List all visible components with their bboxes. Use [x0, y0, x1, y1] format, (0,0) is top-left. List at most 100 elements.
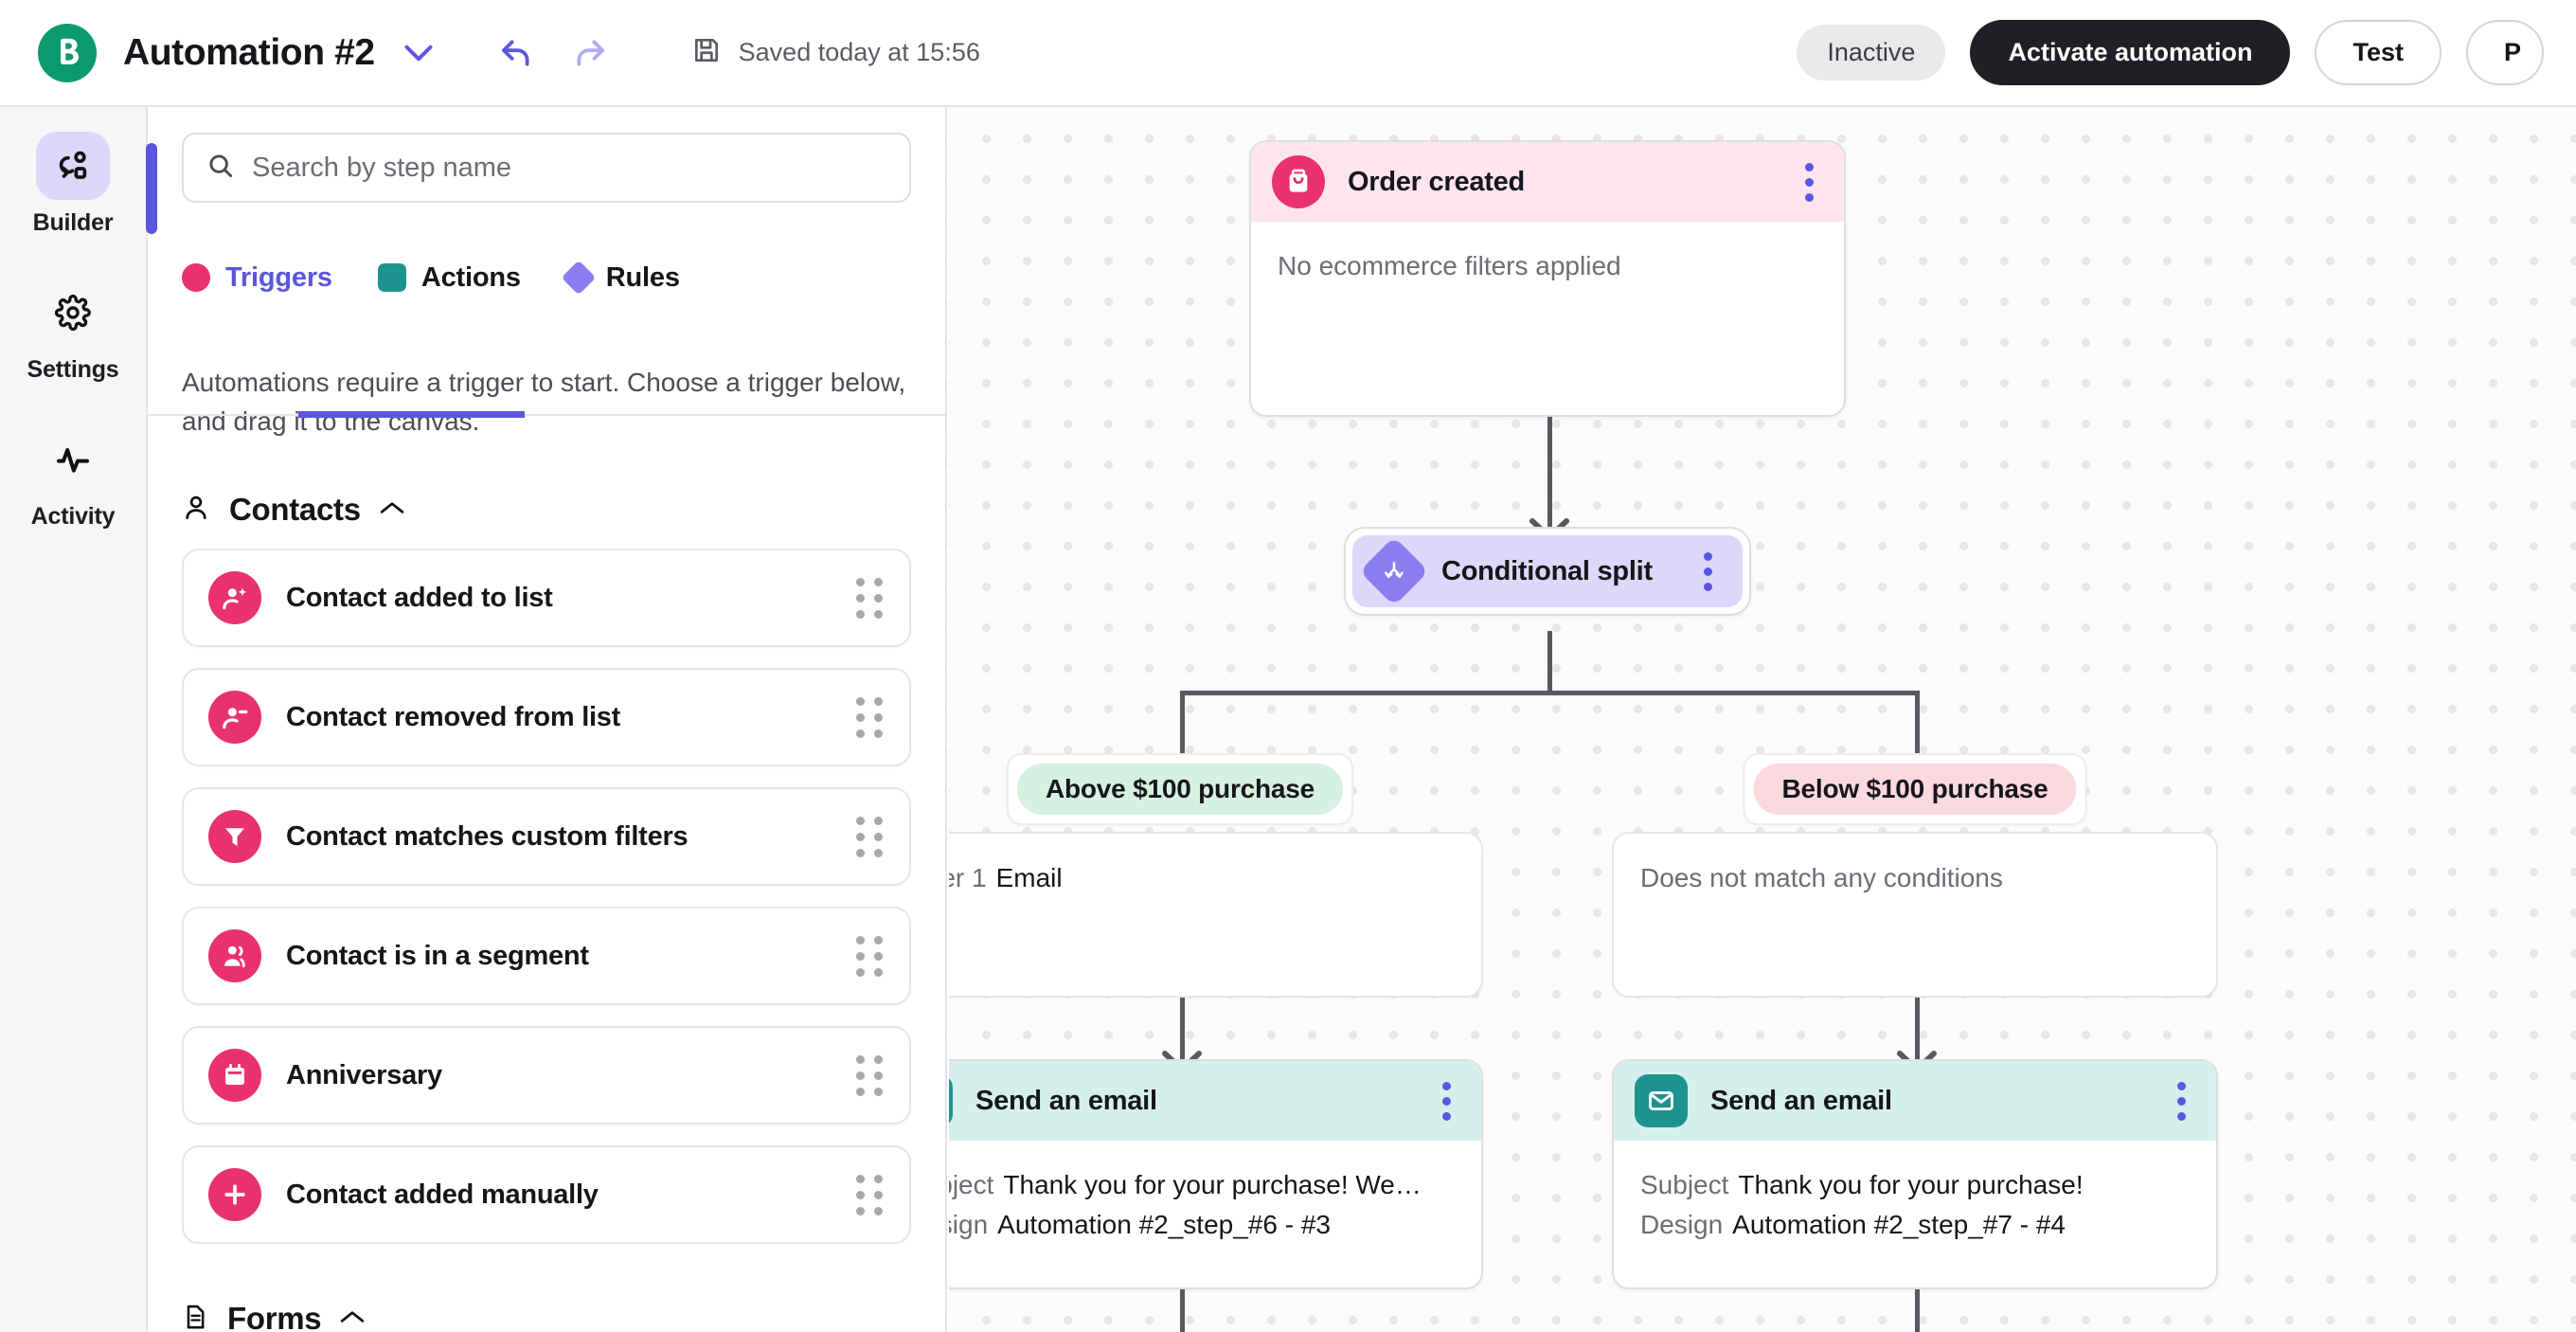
calendar-icon	[208, 1049, 261, 1103]
subject-key: Subject	[1640, 1170, 1729, 1199]
trigger-label: Contact added manually	[286, 1179, 599, 1210]
drag-handle-icon[interactable]	[856, 577, 883, 619]
sidebar-item-activity[interactable]: Activity	[0, 425, 146, 531]
activate-automation-button[interactable]: Activate automation	[1970, 20, 2291, 85]
design-value: Automation #2_step_#7 - #4	[1732, 1210, 2066, 1239]
group-header-contacts[interactable]: Contacts	[182, 492, 945, 528]
node-order-created[interactable]: Order created No ecommerce filters appli…	[1249, 140, 1846, 417]
node-header: Conditional split	[1352, 535, 1743, 607]
undo-arrow-icon[interactable]	[496, 33, 536, 73]
connector-split-stem	[1547, 631, 1552, 693]
drag-handle-icon[interactable]	[856, 1174, 883, 1215]
group-header-forms[interactable]: Forms	[182, 1301, 945, 1332]
kebab-menu-icon[interactable]	[1698, 547, 1718, 597]
branch-filter-box-right[interactable]: Does not match any conditions	[1612, 832, 2218, 998]
gear-icon	[36, 279, 110, 347]
search-input[interactable]: Search by step name	[182, 133, 911, 203]
node-header: Send an email	[949, 1061, 1481, 1141]
trigger-item-contact-added-manually[interactable]: Contact added manually	[182, 1145, 911, 1245]
drag-handle-icon[interactable]	[856, 696, 883, 738]
sidebar-item-settings[interactable]: Settings	[0, 279, 146, 384]
node-conditional-split[interactable]: Conditional split	[1344, 527, 1751, 616]
person-remove-icon	[208, 691, 261, 745]
trigger-item-contact-removed-from-list[interactable]: Contact removed from list	[182, 668, 911, 767]
connector-split-left-drop	[1180, 691, 1185, 753]
tab-actions[interactable]: Actions	[377, 261, 521, 294]
circle-pink-icon	[182, 263, 210, 292]
funnel-filter-icon	[208, 810, 261, 864]
node-title: Conditional split	[1441, 555, 1653, 586]
trigger-item-contact-is-in-a-segment[interactable]: Contact is in a segment	[182, 907, 911, 1006]
node-header: Send an email	[1614, 1061, 2216, 1141]
redo-arrow-icon[interactable]	[570, 33, 610, 73]
envelope-icon	[1635, 1074, 1688, 1127]
panel-hint: Automations require a trigger to start. …	[182, 368, 906, 436]
branch-chip-label: Below $100 purchase	[1753, 764, 2077, 815]
workflow-builder-icon	[36, 132, 110, 200]
pulse-activity-icon	[36, 425, 110, 494]
test-button[interactable]: Test	[2315, 20, 2442, 85]
kebab-menu-icon[interactable]	[2172, 1076, 2191, 1126]
tab-rules[interactable]: Rules	[561, 260, 680, 296]
trigger-label: Contact matches custom filters	[286, 820, 689, 852]
group-title: Contacts	[229, 492, 361, 528]
person-icon	[182, 493, 210, 528]
tab-triggers[interactable]: Triggers	[182, 262, 332, 294]
kebab-menu-icon[interactable]	[1799, 157, 1819, 207]
sidebar-item-label: Activity	[30, 503, 116, 530]
trigger-item-anniversary[interactable]: Anniversary	[182, 1026, 911, 1125]
steps-panel: Search by step name Triggers Actions Rul…	[148, 107, 947, 1332]
filter-value: Does not match any conditions	[1640, 863, 2003, 892]
sidebar-item-label: Settings	[27, 356, 119, 383]
connector-right-email-out	[1915, 1289, 1920, 1332]
filter-row: Does not match any conditions	[1640, 858, 2190, 898]
email-design-row: Design Automation #2_step_#7 - #4	[1640, 1205, 2190, 1245]
node-title: Send an email	[975, 1085, 1157, 1116]
tab-label: Actions	[420, 261, 521, 293]
saved-timestamp: Saved today at 15:56	[738, 38, 980, 66]
sidebar-item-builder[interactable]: Builder	[0, 132, 146, 237]
square-teal-icon	[377, 263, 406, 292]
chevron-up-icon[interactable]	[340, 1308, 365, 1330]
overflow-button[interactable]: P	[2466, 20, 2544, 85]
automation-canvas[interactable]: Order created No ecommerce filters appli…	[949, 107, 2576, 1332]
sidebar-item-label: Builder	[32, 209, 114, 236]
kebab-menu-icon[interactable]	[1437, 1076, 1457, 1126]
trigger-label: Contact removed from list	[286, 701, 621, 732]
brevo-b-logo-icon[interactable]	[38, 23, 97, 82]
tab-label: Rules	[605, 261, 680, 293]
document-form-icon	[182, 1302, 208, 1332]
person-add-icon	[208, 571, 261, 625]
branch-chip-below-100[interactable]: Below $100 purchase	[1743, 753, 2087, 825]
design-value: Automation #2_step_#6 - #3	[997, 1210, 1331, 1239]
connector-trigger-to-split	[1547, 417, 1552, 527]
chevron-up-icon[interactable]	[380, 499, 404, 521]
connector-split-right-drop	[1915, 691, 1920, 753]
filter-value: Email	[995, 863, 1063, 892]
branch-chip-above-100[interactable]: Above $100 purchase	[1006, 753, 1354, 825]
chevron-down-icon[interactable]	[400, 34, 438, 72]
drag-handle-icon[interactable]	[856, 935, 883, 977]
trigger-item-contact-matches-custom-filters[interactable]: Contact matches custom filters	[182, 787, 911, 887]
shopping-bag-icon	[1272, 155, 1325, 208]
people-group-icon	[208, 929, 261, 983]
drag-handle-icon[interactable]	[856, 1054, 883, 1096]
diamond-purple-icon	[561, 260, 597, 296]
status-badge: Inactive	[1797, 25, 1946, 81]
drag-handle-icon[interactable]	[856, 816, 883, 857]
node-body-text: No ecommerce filters applied	[1278, 251, 1621, 280]
design-key: Design	[1640, 1210, 1724, 1239]
trigger-item-contact-added-to-list[interactable]: Contact added to list	[182, 549, 911, 648]
save-status: Saved today at 15:56	[691, 35, 980, 70]
undo-redo-group	[496, 33, 610, 73]
search-icon	[206, 152, 235, 185]
connector-split-bar	[1180, 691, 1919, 695]
